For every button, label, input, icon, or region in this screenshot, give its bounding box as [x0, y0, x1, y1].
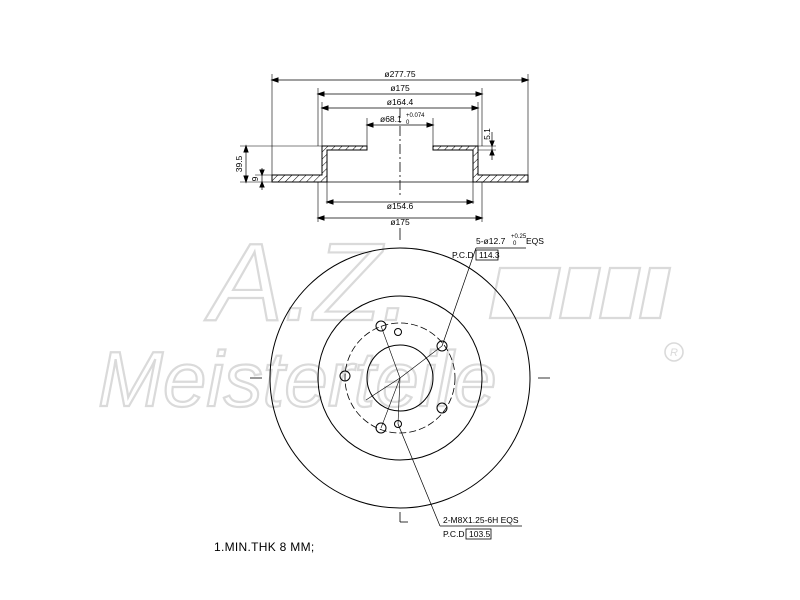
dim-center-bore-tol-upper: +0.074 — [406, 113, 425, 119]
watermark: A.Z. Meisterteile R — [97, 220, 684, 424]
dim-outer-diameter: ø277.75 — [384, 69, 415, 79]
dim-line-outer — [270, 77, 530, 83]
dim-hat-thickness: 5.1 — [482, 128, 492, 140]
section-profile-left — [271, 145, 368, 183]
dim-line-bore — [365, 122, 435, 128]
dim-line-hat-inner-bottom — [325, 199, 475, 205]
bolt-pcd-label: P.C.D — [452, 250, 474, 260]
section-profile-right — [432, 145, 529, 183]
bolt-pcd-value: 114.3 — [479, 250, 500, 260]
center-bore-circle — [366, 344, 434, 412]
bolt-holes — [339, 320, 448, 434]
watermark-brand: Meisterteile — [98, 335, 497, 423]
bolt-pcd-box — [475, 249, 499, 261]
front-view — [250, 228, 550, 540]
dim-hat-diameter-bottom: ø175 — [390, 217, 410, 227]
dim-center-bore-tol-lower: 0 — [406, 120, 410, 126]
watermark-logo-boxes — [488, 266, 672, 320]
bolt-holes-suffix: EQS — [526, 236, 544, 246]
watermark-registered-mark: R — [670, 347, 678, 359]
bolt-pcd-circle — [344, 322, 456, 434]
dim-line-height — [243, 144, 249, 184]
bolt-holes-tol-upper: +0.25 — [511, 234, 527, 240]
dim-hat-inner-bottom: ø154.6 — [387, 201, 414, 211]
section-view — [240, 74, 530, 222]
bolt-holes-callout: 5-ø12.7 — [476, 236, 506, 246]
section-dim-labels: ø277.75 ø175 ø164.4 ø68.1 +0.074 0 5.1 3… — [234, 69, 492, 227]
dim-center-bore: ø68.1 — [380, 114, 402, 124]
front-callout-labels: 5-ø12.7 +0.25 0 EQS P.C.D 114.3 2-M8X1.2… — [443, 234, 544, 539]
dim-hat-diameter-top: ø175 — [390, 83, 410, 93]
thread-pcd-value: 103.5 — [469, 529, 491, 539]
dim-line-hat-thickness — [489, 132, 495, 160]
bolt-holes-tol-lower: 0 — [513, 241, 517, 247]
dim-line-inner — [320, 105, 480, 111]
watermark-logo: A.Z. — [204, 221, 412, 344]
bolt-holes-leader — [441, 247, 477, 347]
dim-overall-height: 39.5 — [234, 155, 244, 172]
dim-disc-thickness: 9 — [250, 176, 260, 181]
min-thickness-note: 1.MIN.THK 8 MM; — [214, 540, 315, 554]
thread-holes-callout: 2-M8X1.25-6H EQS — [443, 515, 519, 525]
thread-pcd-box — [465, 528, 492, 540]
disc-outer-circle — [269, 247, 531, 509]
thread-pcd-label: P.C.D — [443, 529, 465, 539]
hat-circle — [317, 295, 483, 461]
dim-line-disc-thickness — [259, 168, 265, 190]
dim-line-hat-top — [316, 91, 484, 97]
dim-line-hat-bottom — [316, 215, 484, 221]
thread-holes-leader — [397, 423, 441, 527]
dim-inner-diameter: ø164.4 — [387, 97, 414, 107]
